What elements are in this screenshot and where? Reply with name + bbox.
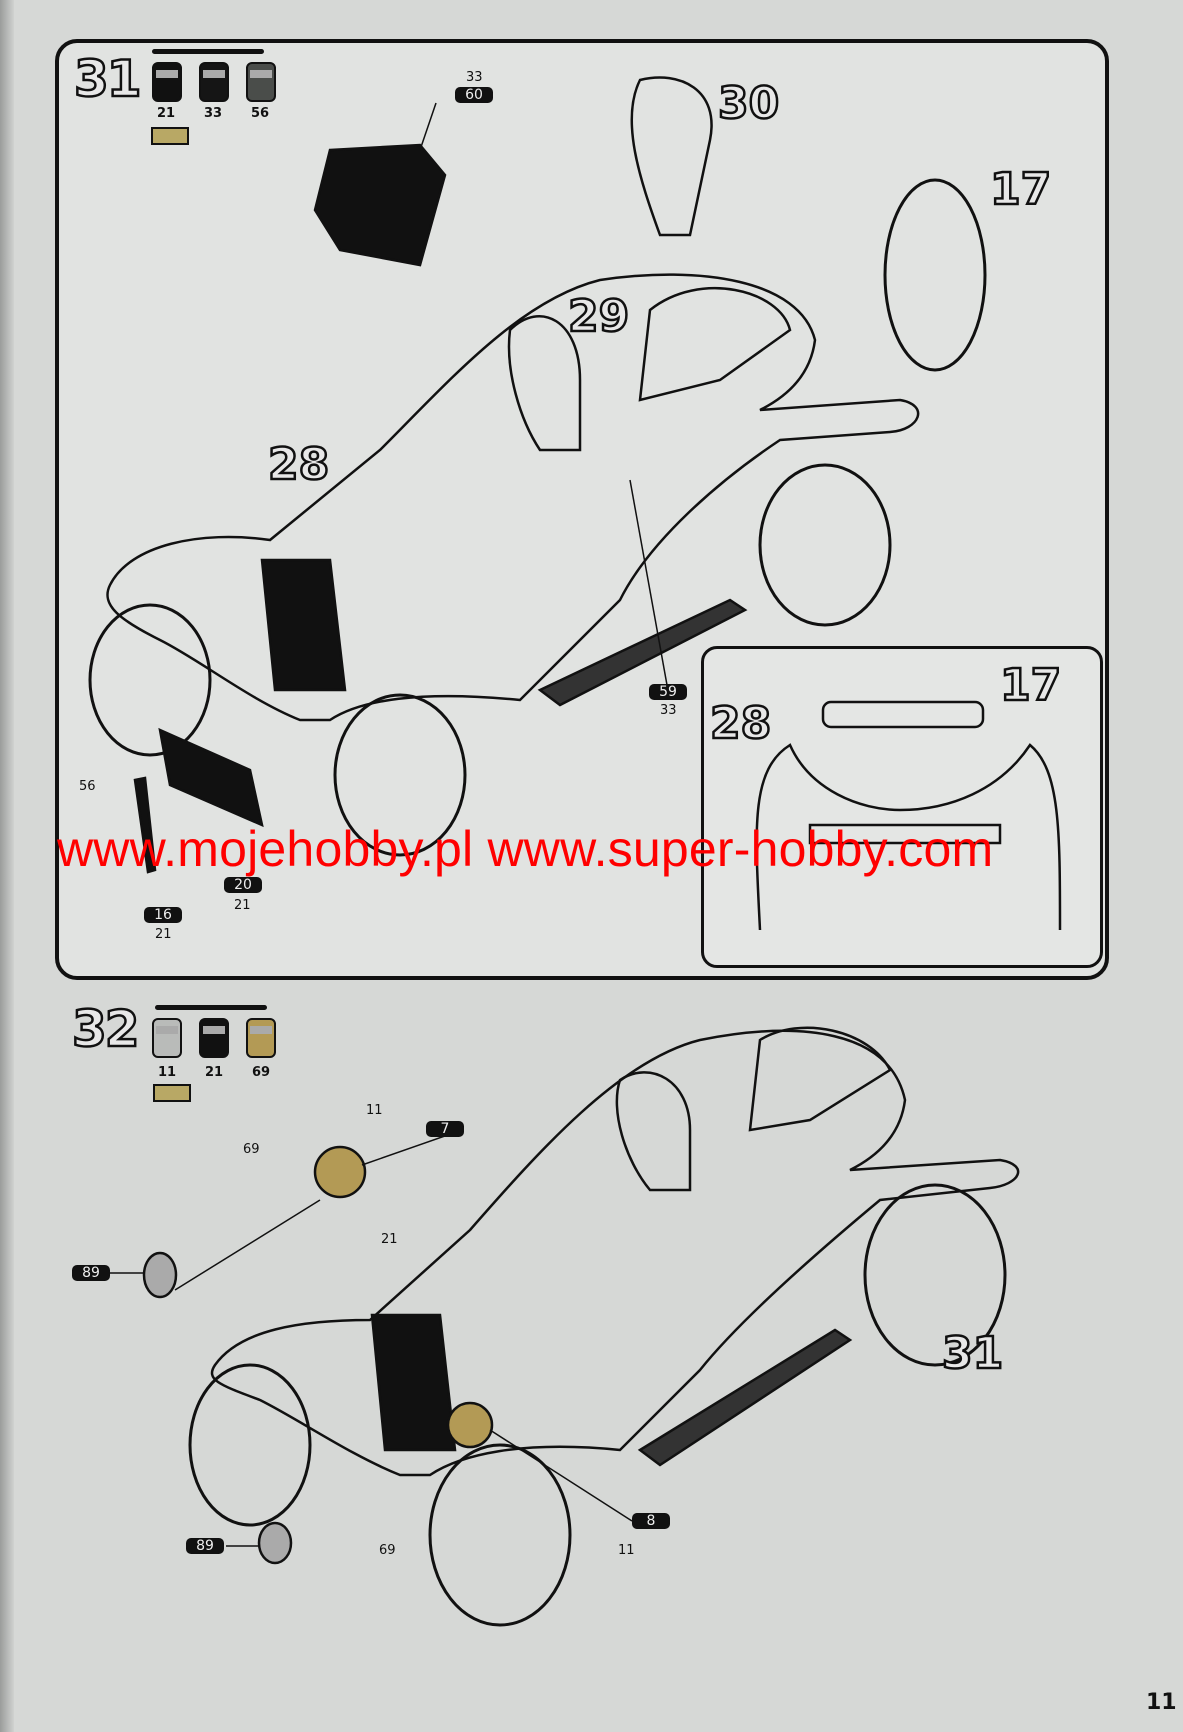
headlamp: [313, 1145, 367, 1199]
glue-tube-icon: [151, 127, 189, 145]
car-body-outline: [210, 1029, 1020, 1477]
part-number: 30: [717, 78, 781, 129]
part-badge: 59: [649, 684, 687, 700]
glue-tube-icon: [153, 1084, 191, 1102]
car-body-outline: [106, 273, 920, 722]
callout-paint: 11: [618, 1543, 635, 1558]
part-badge: 60: [455, 87, 493, 103]
step-number: 32: [71, 1000, 141, 1058]
front-wheel: [333, 693, 467, 857]
part-number: 28: [267, 439, 331, 490]
paint-code: 69: [252, 1065, 271, 1080]
paint-code: 21: [205, 1065, 224, 1080]
callout-paint: 56: [79, 779, 96, 794]
rear-seat: [638, 287, 792, 402]
paint-pot-icon: [152, 62, 182, 102]
callout-paint: 33: [466, 70, 483, 85]
paint-pot-icon: [246, 62, 276, 102]
rear-wheel: [863, 1183, 1007, 1367]
callout-paint: 21: [234, 898, 251, 913]
part-60: [313, 143, 447, 267]
running-board: [537, 598, 748, 707]
part-badge: 89: [186, 1538, 224, 1554]
paint-code: 56: [251, 106, 270, 121]
page-number: 11: [1146, 1690, 1177, 1715]
headlamp: [446, 1401, 494, 1449]
part-badge: 7: [426, 1121, 464, 1137]
page-binding-edge: [0, 0, 14, 1732]
callout-paint: 33: [660, 703, 677, 718]
callout-paint: 69: [243, 1142, 260, 1157]
front-wheel: [88, 603, 212, 757]
spare-wheel: [883, 178, 987, 372]
part-number: 31: [941, 1328, 1005, 1379]
seat-cushion-part: [630, 76, 713, 237]
seat-back: [507, 314, 582, 452]
front-wheel: [188, 1363, 312, 1527]
rear-seat: [748, 1026, 892, 1132]
inset-body: [755, 743, 1062, 931]
watermark: www.mojehobby.pl www.super-hobby.com: [57, 821, 994, 877]
running-board: [637, 1328, 853, 1467]
part-badge: 16: [144, 907, 182, 923]
part-number: 29: [567, 291, 631, 342]
part-badge: 89: [72, 1265, 110, 1281]
callout-paint: 21: [155, 927, 172, 942]
radiator: [260, 558, 347, 692]
callout-paint: 21: [381, 1232, 398, 1247]
part-20: [158, 727, 264, 828]
inset-spare-wheel: [821, 700, 985, 729]
inset-part-number: 17: [999, 660, 1063, 711]
callout-paint: 11: [366, 1103, 383, 1118]
radiator: [370, 1313, 457, 1452]
step-number: 31: [73, 50, 143, 108]
paint-pot-icon: [199, 62, 229, 102]
paint-code: 33: [204, 106, 223, 121]
part-number: 17: [989, 164, 1053, 215]
paint-pot-icon: [152, 1018, 182, 1058]
callout-paint: 69: [379, 1543, 396, 1558]
part-16: [133, 776, 157, 874]
lens-89: [257, 1521, 293, 1565]
detail-inset: [701, 646, 1103, 968]
paint-code: 21: [157, 106, 176, 121]
brush-icon: [152, 49, 264, 54]
lens-89: [142, 1251, 178, 1299]
rear-wheel: [758, 463, 892, 627]
seat: [615, 1071, 692, 1192]
part-badge: 20: [224, 877, 262, 893]
inset-part-number: 28: [709, 698, 773, 749]
paint-pot-icon: [199, 1018, 229, 1058]
paint-pot-icon: [246, 1018, 276, 1058]
paint-code: 11: [158, 1065, 177, 1080]
brush-icon: [155, 1005, 267, 1010]
part-badge: 8: [632, 1513, 670, 1529]
front-wheel: [428, 1443, 572, 1627]
